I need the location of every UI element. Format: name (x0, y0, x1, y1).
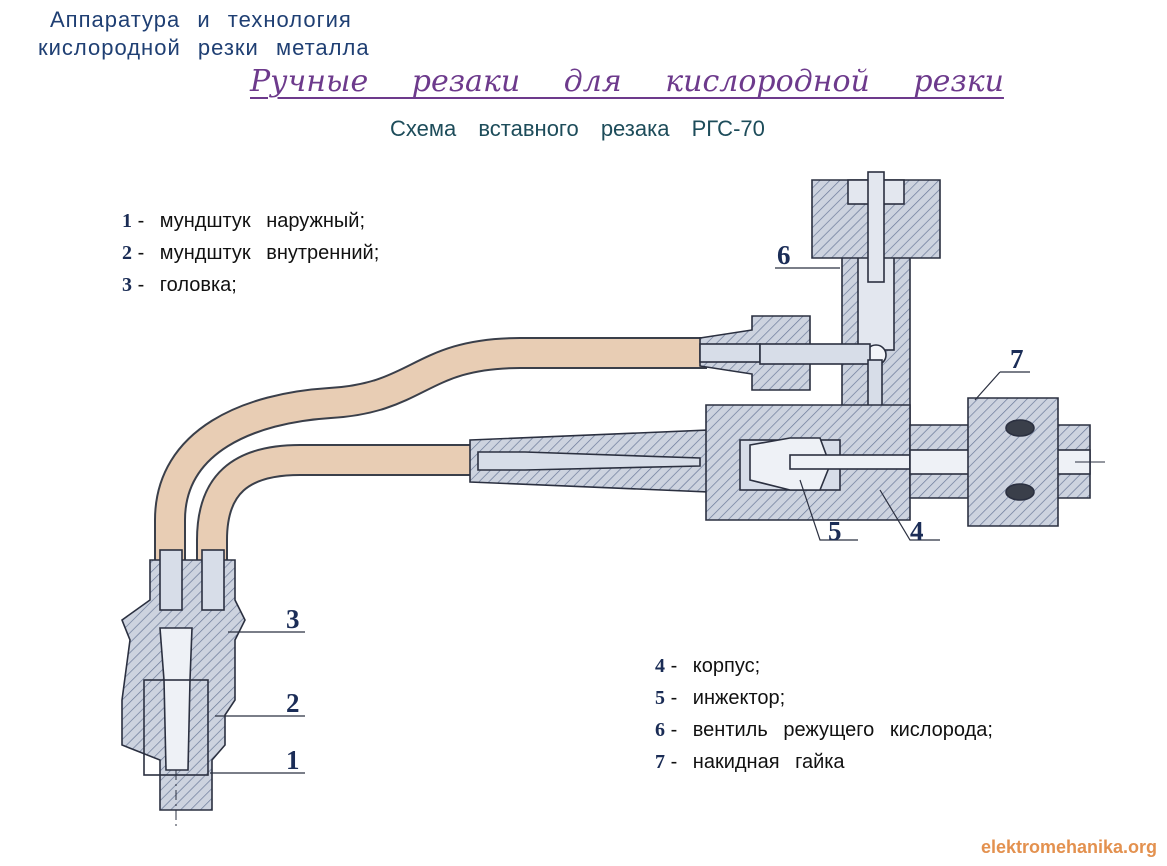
callout-1: 1 (286, 745, 300, 775)
leaders (210, 267, 1030, 774)
body-assembly (469, 171, 1105, 527)
inner-nozzle (159, 627, 193, 771)
legend-item-4: 4 - корпус; (655, 655, 761, 677)
legend-item-6: 6 - вентиль режущего кислорода; (655, 719, 993, 741)
page-subtitle: Схема вставного резака РГС-70 (390, 116, 765, 141)
legend-item-7: 7 - накидная гайка (655, 751, 845, 773)
page-title: Ручные резаки для кислородной резки (250, 64, 1004, 99)
legend-item-1: 1 - мундштук наружный; (122, 210, 366, 232)
header-line-2: кислородной резки металла (38, 35, 370, 60)
tubes (154, 337, 707, 560)
callout-4: 4 (910, 516, 924, 546)
callout-2: 2 (286, 688, 300, 718)
callouts: 3 2 1 6 7 5 4 (286, 240, 1024, 775)
legend-item-2: 2 - мундштук внутренний; (122, 242, 380, 264)
nut-7 (967, 397, 1059, 527)
callout-6: 6 (777, 240, 791, 270)
callout-5: 5 (828, 516, 842, 546)
header-line-1: Аппаратура и технология (50, 7, 352, 32)
head-assembly (121, 549, 246, 828)
legend-bottom: 4 - корпус; 5 - инжектор; 6 - вентиль ре… (655, 650, 993, 778)
callout-7: 7 (1010, 344, 1024, 374)
legend-item-5: 5 - инжектор; (655, 687, 786, 709)
callout-3: 3 (286, 604, 300, 634)
watermark: elektromehanika.org (980, 837, 1157, 857)
legend-top: 1 - мундштук наружный; 2 - мундштук внут… (122, 205, 379, 301)
legend-item-3: 3 - головка; (122, 274, 237, 296)
header: Аппаратура и технология кислородной резк… (38, 6, 370, 62)
